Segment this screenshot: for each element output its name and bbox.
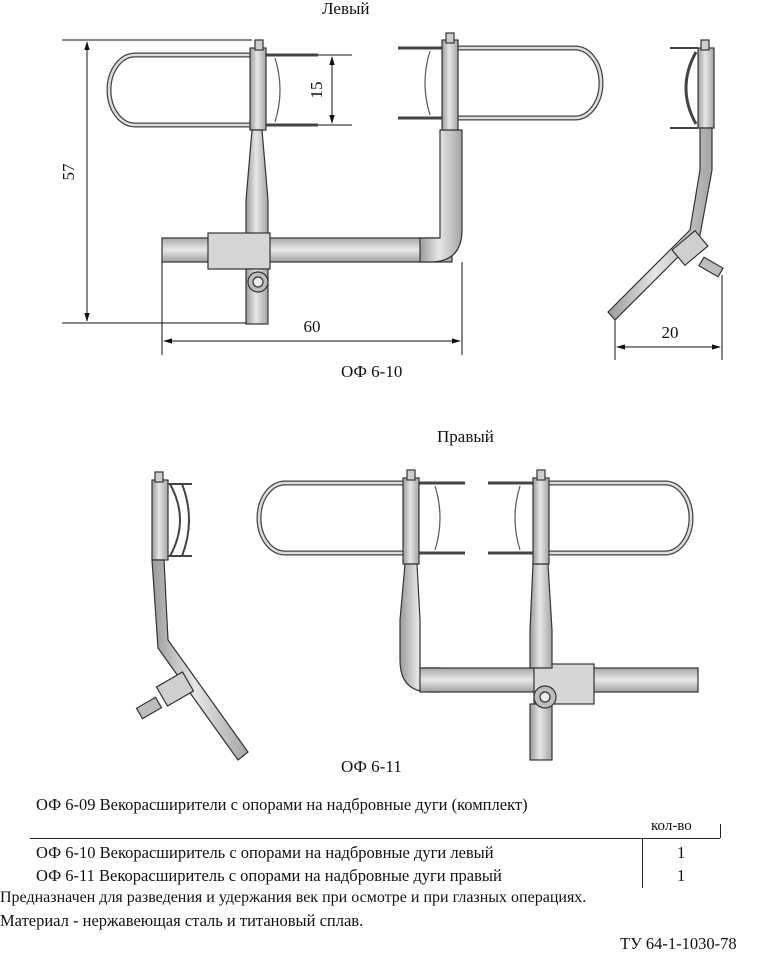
left-retractor-front-view (106, 32, 604, 325)
spec-item-right: ОФ 6-11 Векорасширитель с опорами на над… (36, 866, 502, 885)
dimension-depth-label: 20 (662, 323, 679, 342)
spec-kit-line: ОФ 6-09 Векорасширители с опорами на над… (36, 795, 528, 814)
spec-item-left-qty: 1 (677, 843, 686, 862)
label-left: Левый (322, 0, 370, 18)
spec-item-right-qty: 1 (677, 866, 686, 885)
dimension-height-label: 57 (59, 163, 78, 181)
right-retractor-front-view (256, 469, 699, 761)
spec-material: Материал - нержавеющая сталь и титановый… (0, 911, 364, 930)
dimension-width-label: 60 (304, 317, 321, 336)
dimension-gap-label: 15 (307, 82, 326, 99)
spec-item-left: ОФ 6-10 Векорасширитель с опорами на над… (36, 843, 494, 862)
caption-bottom: ОФ 6-11 (341, 757, 402, 776)
spec-purpose: Предназначен для разведения и удержания … (0, 889, 587, 906)
label-right: Правый (437, 427, 494, 446)
spec-standard: ТУ 64-1-1030-78 (620, 934, 737, 953)
left-retractor-side-view (607, 39, 724, 321)
spec-qty-header: кол-во (651, 818, 692, 834)
caption-top: ОФ 6-10 (341, 362, 403, 381)
spec-table-rule (30, 838, 720, 839)
dimension-lines-top (62, 39, 723, 360)
spec-table-divider (642, 838, 643, 888)
right-retractor-side-view (135, 471, 249, 761)
spec-table-divider-right (720, 824, 721, 838)
